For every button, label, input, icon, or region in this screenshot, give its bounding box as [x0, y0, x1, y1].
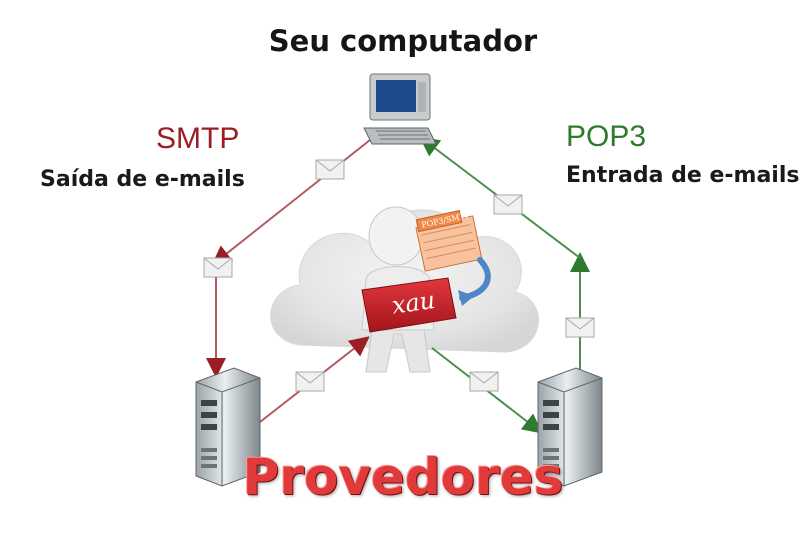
server-icon — [195, 367, 261, 487]
envelope-icon — [295, 371, 325, 392]
envelope-icon — [203, 257, 233, 278]
xau-badge: xau — [361, 277, 457, 333]
computer-title: Seu computador — [268, 24, 538, 58]
pop3-label: POP3 — [566, 120, 647, 153]
envelope-icon — [565, 317, 595, 338]
smtp-description: Saída de e-mails — [40, 167, 245, 192]
envelope-icon — [469, 371, 499, 392]
envelope-icon — [493, 194, 523, 215]
pop3-description: Entrada de e-mails — [566, 163, 800, 188]
providers-title: Provedores — [242, 448, 564, 506]
server-icon — [537, 367, 603, 487]
curved-arrow-head — [458, 290, 474, 306]
computer-icon — [363, 73, 437, 145]
envelope-icon — [315, 159, 345, 180]
smtp-label: SMTP — [156, 122, 240, 155]
document-icon: POP3/SMTP — [415, 210, 483, 272]
badge-text: xau — [390, 286, 437, 320]
